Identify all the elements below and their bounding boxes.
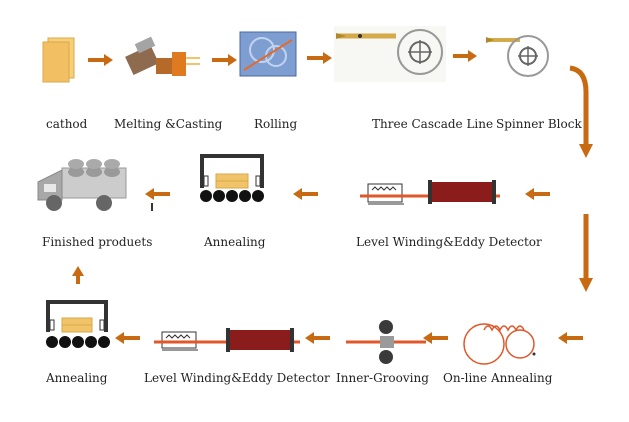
inner-grooving-icon	[346, 320, 426, 364]
online-annealing-coil-icon	[463, 323, 536, 365]
flow-arrow	[307, 52, 332, 64]
flow-arrow	[293, 188, 318, 200]
flow-arrow	[305, 332, 330, 344]
melting-furnace-icon	[125, 36, 200, 76]
flow-arrow	[72, 266, 84, 284]
step-label-level-winding-1: Level Winding&Eddy Detector	[356, 235, 542, 249]
step-label-finished: Finished produets	[42, 235, 153, 249]
flow-arrow	[453, 50, 477, 62]
level-winding-eddy-detector-icon	[360, 180, 500, 205]
flow-arrow	[558, 332, 583, 344]
flow-arrow	[579, 214, 593, 292]
flow-arrow	[115, 332, 140, 344]
truck-icon	[37, 159, 127, 211]
step-label-annealing-1: Annealing	[204, 235, 266, 249]
step-label-rolling: Rolling	[254, 117, 298, 131]
flow-arrow	[569, 65, 593, 158]
cathode-plates-icon	[42, 37, 75, 83]
three-cascade-line-icon	[334, 26, 446, 82]
annealing-furnace-icon	[200, 154, 264, 202]
flow-arrow	[212, 54, 237, 66]
step-label-inner-grooving: Inner-Grooving	[336, 371, 429, 385]
step-label-three-cascade: Three Cascade Line	[372, 117, 494, 131]
step-label-level-winding-2: Level Winding&Eddy Detector	[144, 371, 330, 385]
rolling-mill-icon	[239, 31, 297, 77]
flow-arrow	[88, 54, 113, 66]
flow-arrow	[525, 188, 550, 200]
step-label-annealing-2: Annealing	[46, 371, 108, 385]
step-label-cathod: cathod	[46, 117, 88, 131]
step-label-melting-casting: Melting &Casting	[114, 117, 223, 131]
flow-arrow	[423, 332, 448, 344]
spinner-block-icon	[486, 35, 549, 77]
annealing-furnace-icon	[46, 300, 110, 348]
flow-arrow	[145, 188, 170, 211]
level-winding-eddy-detector-icon	[154, 328, 300, 352]
step-label-online-annealing: On-line Annealing	[443, 371, 553, 385]
step-label-spinner-block: Spinner Block	[496, 117, 582, 131]
